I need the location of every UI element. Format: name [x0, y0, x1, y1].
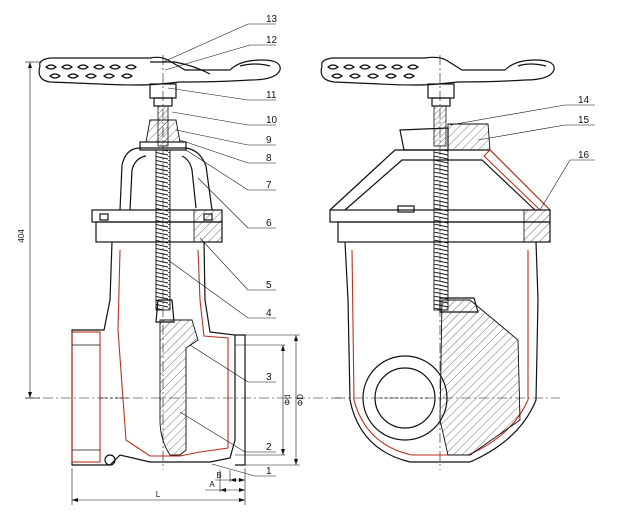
part-label-1: 1: [266, 466, 272, 477]
dim-D-label: ΦD: [296, 394, 305, 406]
part-label-4: 4: [266, 308, 272, 319]
part-label-7: 7: [266, 180, 272, 191]
part-label-3: 3: [266, 372, 272, 383]
part-label-14: 14: [578, 95, 590, 106]
part-label-16: 16: [578, 150, 590, 161]
leader-lines-left: [162, 23, 276, 477]
height-dimension: 404: [17, 61, 40, 399]
left-section-view: [25, 55, 345, 470]
dim-A-label: A: [209, 480, 215, 489]
part-label-8: 8: [266, 153, 272, 164]
part-label-15: 15: [578, 115, 590, 126]
part-label-6: 6: [266, 218, 272, 229]
part-label-11: 11: [266, 90, 277, 101]
part-labels-right: 14 15 16: [578, 95, 590, 161]
handwheel-right: [320, 56, 555, 107]
dim-d-label: Φd: [283, 395, 292, 406]
part-label-9: 9: [266, 135, 272, 146]
dim-L-label: L: [156, 490, 161, 499]
part-label-12: 12: [266, 35, 278, 46]
right-section-view: [320, 55, 560, 470]
bottom-dimensions: L A B: [71, 468, 246, 505]
part-label-13: 13: [266, 14, 278, 25]
dim-B-label: B: [216, 471, 221, 480]
part-label-10: 10: [266, 115, 278, 126]
part-label-2: 2: [266, 442, 272, 453]
leader-lines-right: [449, 104, 595, 211]
part-labels-left: 1 2 3 4 5 6 7 8 9 10 11 12 13: [266, 14, 278, 477]
part-label-5: 5: [266, 280, 272, 291]
diameter-dimensions: Φd ΦD: [235, 334, 305, 466]
height-dim-label: 404: [17, 229, 26, 243]
handwheel-left: [38, 56, 281, 107]
